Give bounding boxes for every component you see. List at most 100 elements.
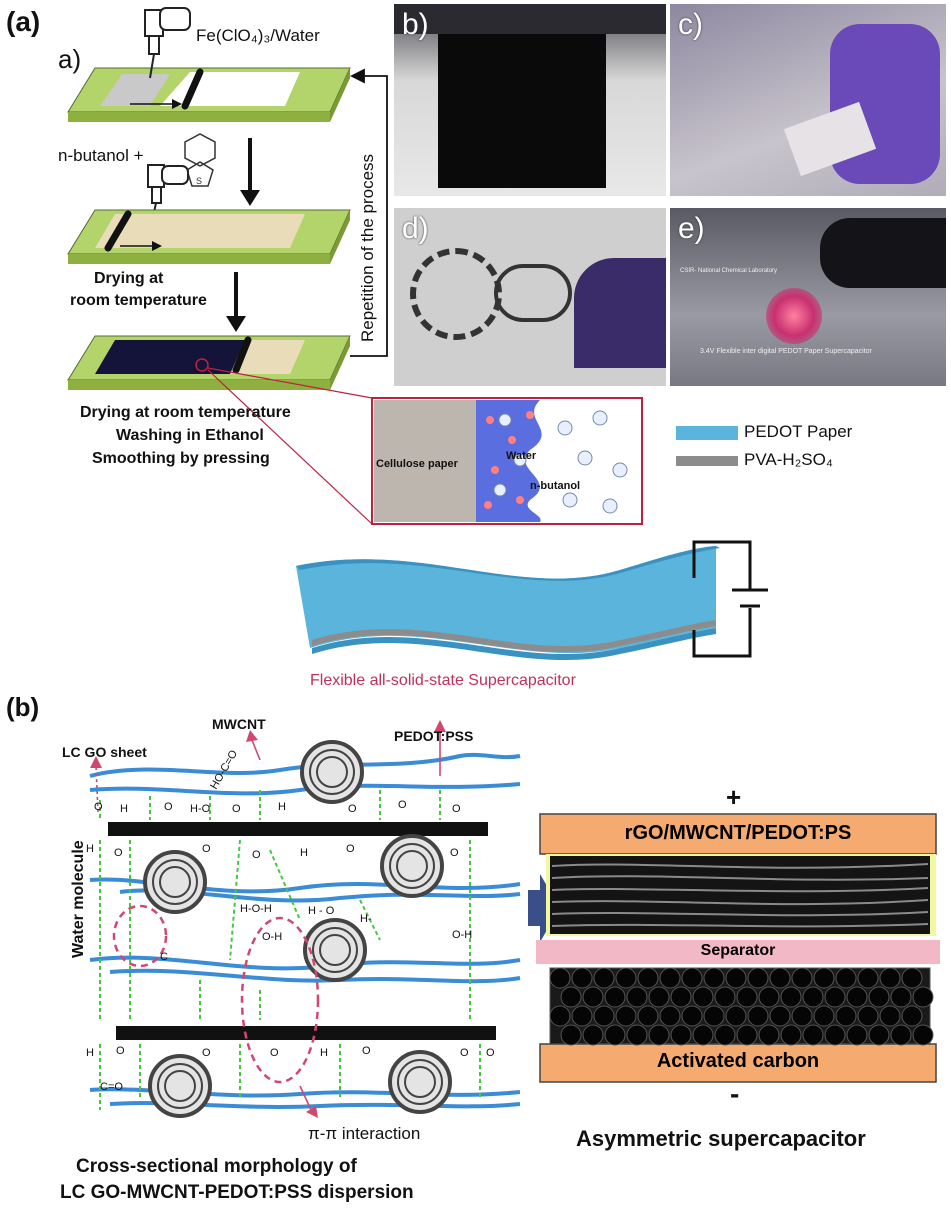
mwcnt-label: MWCNT [212, 716, 266, 732]
carbon-particle [681, 1005, 703, 1027]
svg-text:O: O [202, 1047, 211, 1059]
svg-text:H - O: H - O [308, 905, 335, 917]
carbon-particle [857, 1005, 879, 1027]
photo-b-pedot-paper: b) [394, 4, 666, 196]
positive-terminal: + [726, 782, 742, 812]
reagent-iron-perchlorate: Fe(ClO₄)₃/Water [196, 26, 320, 45]
carbon-particle [692, 1024, 714, 1046]
activated-carbon-particles [549, 967, 934, 1046]
post-step-3: Smoothing by pressing [92, 450, 270, 467]
mwcnt-rings [143, 740, 452, 1118]
hydrogen-bonds [99, 790, 481, 1110]
carbon-particle [681, 967, 703, 989]
photo-d-label: d) [402, 212, 429, 245]
carbon-particle [901, 1005, 923, 1027]
carbon-particle [626, 1024, 648, 1046]
svg-text:O-H: O-H [262, 931, 282, 943]
panel-a-label: (a) [6, 6, 41, 37]
dropper-icon-1 [144, 7, 191, 79]
photo-e-label: e) [678, 212, 705, 245]
svg-text:O: O [450, 847, 459, 859]
carbon-particle [637, 1005, 659, 1027]
legend-label-pedot: PEDOT Paper [744, 422, 853, 441]
carbon-particle [615, 967, 637, 989]
separator-label: Separator [700, 942, 776, 959]
sub-a-label: a) [58, 44, 82, 74]
carbon-particle [780, 1024, 802, 1046]
carbon-particle [582, 1024, 604, 1046]
carbon-particle [648, 1024, 670, 1046]
carbon-particle [912, 986, 934, 1008]
bottom-electrode-label: Activated carbon [656, 1050, 820, 1072]
top-electrode-label: rGO/MWCNT/PEDOT:PS [624, 822, 852, 844]
svg-text:H-: H- [360, 913, 372, 925]
carbon-particle [846, 1024, 868, 1046]
drying-step-line1: Drying at [94, 270, 164, 287]
carbon-particle [571, 1005, 593, 1027]
carbon-particle [659, 967, 681, 989]
carbon-particle [846, 986, 868, 1008]
carbon-particle [835, 1005, 857, 1027]
carbon-particle [791, 967, 813, 989]
svg-text:H: H [86, 843, 94, 855]
post-step-2: Washing in Ethanol [116, 427, 264, 444]
carbon-particle [868, 986, 890, 1008]
carbon-particle [802, 1024, 824, 1046]
edot-structure-icon: S [184, 133, 216, 187]
arrow-down-icon-2 [226, 272, 246, 332]
photo-e-led-demo: CSIR- National Chemical Laboratory 3.4V … [670, 208, 946, 386]
carbon-particle [560, 986, 582, 1008]
svg-text:HO-C=O: HO-C=O [208, 748, 240, 792]
legend-swatch-pedot [676, 426, 738, 440]
carbon-particle [879, 967, 901, 989]
morphology-caption-line2: LC GO-MWCNT-PEDOT:PSS dispersion [60, 1182, 414, 1203]
svg-text:O: O [452, 803, 461, 815]
carbon-particle [549, 967, 571, 989]
flexible-supercapacitor-drawing [296, 540, 768, 661]
carbon-particle [582, 986, 604, 1008]
svg-text:O: O [398, 799, 407, 811]
carbon-particle [802, 986, 824, 1008]
svg-text:C=O: C=O [100, 1081, 123, 1093]
carbon-particle [593, 967, 615, 989]
pi-interaction-label: π-π interaction [308, 1124, 421, 1143]
carbon-particle [879, 1005, 901, 1027]
svg-text:C: C [160, 951, 168, 963]
carbon-particle [868, 1024, 890, 1046]
carbon-particle [692, 986, 714, 1008]
inset-cellulose-label: Cellulose paper [376, 458, 458, 470]
carbon-particle [747, 967, 769, 989]
reagent-butanol: n-butanol + [58, 146, 144, 165]
substrate-plate-1 [67, 67, 351, 122]
post-step-1: Drying at room temperature [80, 404, 291, 421]
carbon-particle [560, 1024, 582, 1046]
svg-text:H-O: H-O [190, 803, 211, 815]
carbon-particle [857, 967, 879, 989]
arrow-down-icon-1 [240, 138, 260, 206]
legend-label-pva: PVA-H₂SO₄ [744, 450, 833, 469]
carbon-particle [813, 1005, 835, 1027]
go-sheet-2 [116, 1026, 496, 1040]
process-diagram: S [67, 7, 768, 661]
carbon-particle [648, 986, 670, 1008]
interaction-highlights [112, 904, 320, 1084]
negative-terminal: - [730, 1078, 740, 1109]
inset-butanol-label: n-butanol [530, 480, 581, 492]
zoom-line-top [207, 367, 373, 399]
svg-text:O: O [252, 849, 261, 861]
carbon-particle [824, 1024, 846, 1046]
svg-text:H: H [300, 847, 308, 859]
carbon-particle [703, 1005, 725, 1027]
photo-e-caption-top: CSIR- National Chemical Laboratory [680, 268, 778, 274]
carbon-particle [736, 1024, 758, 1046]
transition-arrow-icon [528, 874, 560, 942]
morphology-caption-line1: Cross-sectional morphology of [76, 1156, 357, 1177]
asymmetric-device-title: Asymmetric supercapacitor [576, 1126, 866, 1151]
carbon-particle [604, 1024, 626, 1046]
label-pointers [90, 720, 446, 1118]
svg-text:O: O [270, 1047, 279, 1059]
carbon-particle [615, 1005, 637, 1027]
carbon-particle [549, 1005, 571, 1027]
carbon-particle [835, 967, 857, 989]
drying-step-line2: room temperature [70, 292, 207, 309]
